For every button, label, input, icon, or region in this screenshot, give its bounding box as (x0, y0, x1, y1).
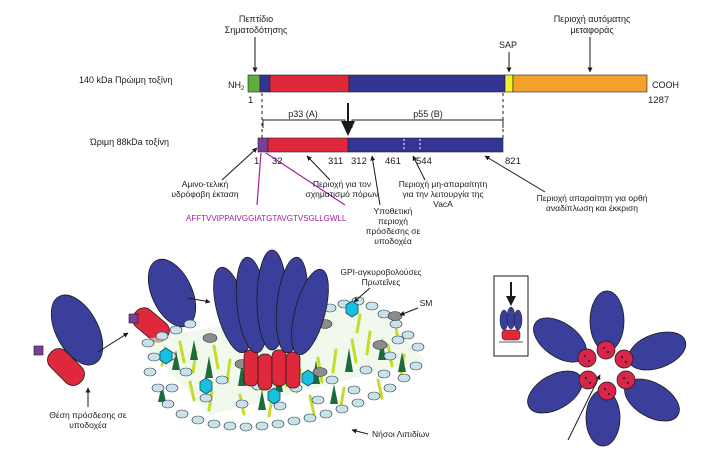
amino-terminal-arrow (221, 147, 258, 181)
precursor-bar (247, 74, 648, 93)
signal-peptide-label-2: Σηματοδότησης (225, 25, 288, 35)
oligomer-top-view (527, 290, 687, 447)
binding-site-label-2: υποδοχέα (69, 420, 107, 430)
mature-pos-821: 821 (505, 156, 521, 167)
flower-center-arrow (567, 374, 601, 441)
oligomer-p33-3 (271, 349, 287, 387)
receptor-region-label-3: πρόσδεσης σε (366, 226, 421, 236)
amino-terminal-label-1: Αμινο-τελική (182, 179, 229, 189)
cooh-label: COOH (652, 80, 679, 90)
gpi-anchored-proteins (159, 300, 359, 405)
amino-terminal-label-2: υδρόφοβη έκταση (171, 189, 239, 199)
petal-lower-left (527, 370, 583, 414)
monomer-approaching-tail (128, 313, 139, 324)
mature-pos-461: 461 (385, 156, 401, 167)
lipid-rafts-label: Νήσοι Λιπιδίων (372, 429, 429, 439)
secretion-arrow (484, 155, 546, 193)
flower-red-core (577, 340, 636, 401)
petal-upper-right (627, 331, 687, 371)
inset-arrowhead (506, 296, 516, 306)
mature-pos-312: 312 (351, 156, 367, 167)
oligomer-p33-2 (257, 353, 273, 391)
inset-p55-1 (499, 309, 509, 331)
monomer-free-tail (33, 345, 44, 356)
nonessential-arrow (412, 155, 426, 181)
p33-segment-precursor (269, 74, 350, 93)
oligomer-p55-5 (291, 268, 329, 356)
mature-bar (257, 137, 504, 153)
receptor-region-label-1: Υποθετική (374, 206, 413, 216)
mature-label: Ώριμη 88kDa τοξίνη (89, 137, 169, 147)
nh2-label: NH2 (228, 80, 245, 92)
mature-pos-311: 311 (328, 156, 343, 167)
p55-segment-precursor (348, 74, 506, 93)
binding-site-label-1: Θέση πρόσδεσης σε (49, 410, 127, 420)
nonessential-label-2: για την λειτουργία της (402, 189, 483, 199)
precursor-label: 140 kDa Πρώιμη τοξίνη (79, 75, 172, 85)
inset-p33 (501, 329, 521, 341)
nonessential-label-3: VacA (433, 199, 453, 209)
mature-p33-segment (267, 137, 349, 153)
inset-p55-2 (506, 306, 516, 330)
secretion-label-2: αναδίπλωση και έκκριση (546, 203, 638, 213)
gpi-label-1: GPI-αγκυροβολούσες (340, 267, 421, 277)
gpi-arrow (353, 287, 371, 303)
hydrophobic-sequence: AFFTVVIPPAIVGGIATGTAVGTVSGLLGWLL (186, 214, 347, 223)
mature-pos-1: 1 (254, 156, 259, 167)
pore-label-1: Περιοχή για τον (313, 179, 371, 189)
sap-label: SAP (499, 40, 517, 50)
inset-p55-3 (513, 309, 523, 331)
mature-pos-544: 544 (416, 156, 432, 167)
oligomer-p33-4 (285, 351, 301, 389)
mature-p55-segment (347, 137, 504, 153)
pos-end-label: 1287 (648, 95, 669, 106)
monomer-free-p33 (47, 348, 85, 386)
autotransporter-label-2: μεταφοράς (570, 25, 614, 35)
flower-core-dots (584, 347, 629, 395)
nonessential-label-1: Περιοχή μη-απαραίτητη (399, 179, 488, 189)
p33-bracket (262, 119, 346, 128)
sm-label: SM (420, 298, 433, 308)
gpi-label-2: Πρωτεΐνες (362, 277, 401, 287)
mature-hydrophobic-segment (257, 137, 269, 153)
pore-label-2: σχηματισμό πόρων (305, 189, 378, 199)
pos-start-label: 1 (248, 95, 253, 106)
sm-arrow (399, 307, 419, 316)
lipid-heads (141, 296, 425, 432)
cleavage-arrowhead (341, 121, 355, 136)
monomer-free (33, 294, 104, 386)
p33-label: p33 (A) (288, 109, 318, 119)
receptor-region-arrow (370, 155, 381, 206)
signal-peptide-segment (247, 74, 261, 93)
step-arrow-1 (97, 332, 129, 353)
membrane-bound-oligomer (213, 249, 329, 391)
p55-label: p55 (B) (413, 109, 443, 119)
autotransporter-segment (512, 74, 648, 93)
step-arrow-2 (187, 297, 211, 304)
lipid-rafts-arrow (351, 428, 369, 435)
pore-inset (493, 275, 529, 357)
sap-segment (504, 74, 514, 93)
receptor-region-label-4: υποδοχέα (374, 236, 412, 246)
mature-pos-32: 32 (272, 156, 283, 167)
signal-peptide-label-1: Πεπτίδιο (239, 14, 273, 24)
p55-bracket (351, 119, 504, 128)
monomer-free-p55 (50, 294, 104, 366)
hydrophobic-segment (259, 74, 271, 93)
oligomer-p33-1 (243, 349, 259, 387)
receptor-region-label-2: περιοχή (378, 216, 408, 226)
secretion-label-1: Περιοχή απαραίτητη για ορθή (537, 193, 648, 203)
sequence-fan-left (256, 152, 262, 206)
sequence-fan-right (265, 152, 346, 206)
autotransporter-label-1: Περιοχή αυτόματης (554, 14, 631, 24)
pore-arrow (306, 155, 331, 181)
